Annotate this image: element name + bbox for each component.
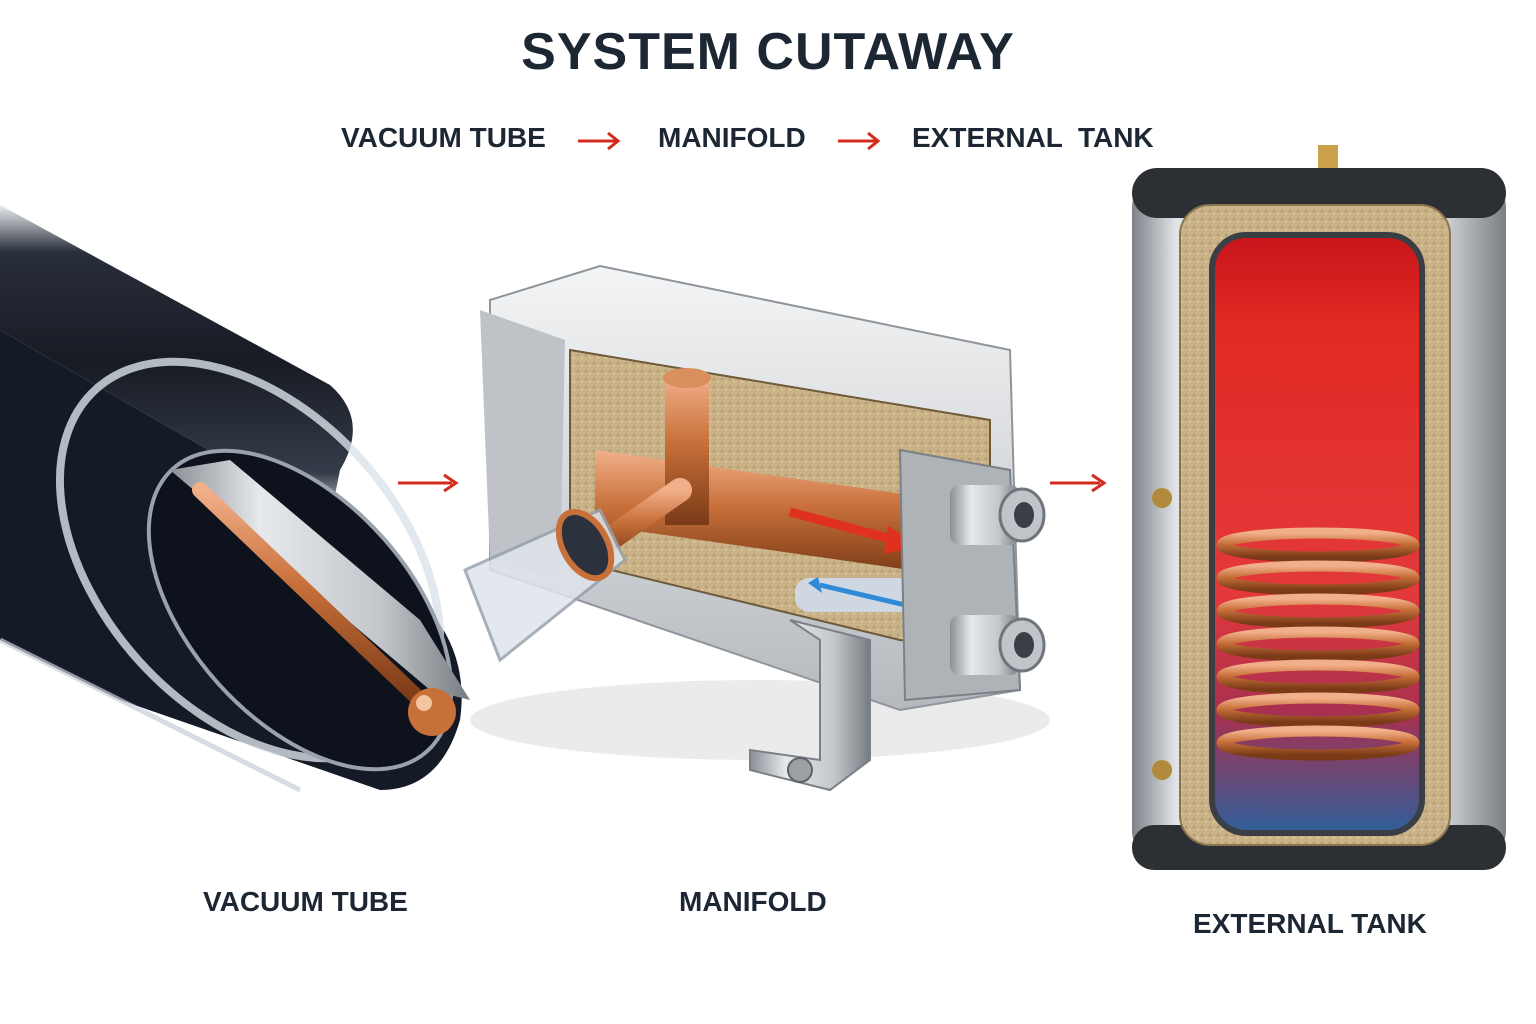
flow-step-external-tank: EXTERNAL TANK <box>912 122 1154 153</box>
manifold-illustration <box>463 264 1050 792</box>
flow-step-manifold: MANIFOLD <box>658 122 806 153</box>
flow-arrow-icon <box>398 473 459 493</box>
caption-external-tank: EXTERNAL TANK <box>1193 908 1427 939</box>
external-tank-illustration <box>1132 145 1506 870</box>
process-flow: VACUUM TUBE MANIFOLD EXTERNAL TANK <box>0 122 1536 162</box>
flow-arrow-icon <box>838 131 881 151</box>
caption-vacuum-tube: VACUUM TUBE <box>203 886 408 917</box>
flow-arrow-icon <box>1050 473 1107 493</box>
page-title: SYSTEM CUTAWAY <box>521 23 1015 81</box>
caption-manifold: MANIFOLD <box>679 886 827 917</box>
flow-arrow-icon <box>578 131 621 151</box>
flow-step-vacuum-tube: VACUUM TUBE <box>341 122 546 153</box>
heat-exchanger-coil <box>1154 492 1420 776</box>
vacuum-tube-illustration <box>0 197 470 793</box>
hot-outlet-fitting <box>950 485 1046 545</box>
cold-inlet-fitting <box>950 615 1046 675</box>
